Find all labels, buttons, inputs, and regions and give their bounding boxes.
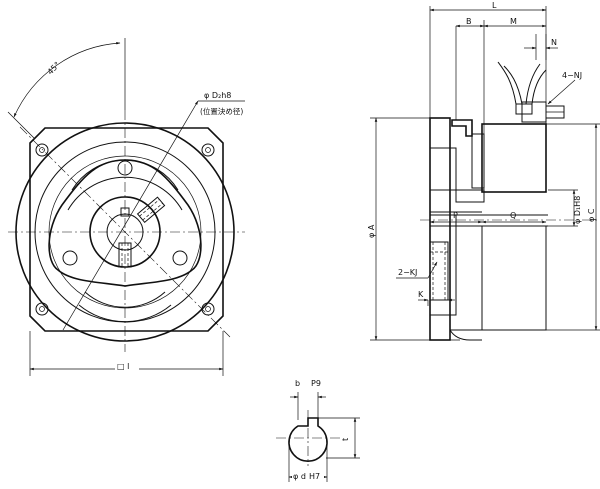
m-label: M [510, 17, 517, 26]
k-label: K [418, 290, 424, 299]
keyway-b-label: b [295, 379, 300, 388]
width-label: □ l [117, 362, 129, 371]
side-view: L B M N 4−NJ φ A φ C φ D₁H8 P Q 2−KJ K [367, 1, 600, 341]
lead-wires [497, 61, 547, 115]
b-label: B [466, 17, 472, 26]
square-flange [29, 127, 224, 332]
q-label: Q [510, 211, 516, 220]
n-label: N [551, 38, 557, 47]
length-label: L [492, 1, 497, 10]
kj-label: 2−KJ [398, 268, 417, 277]
terminal-bracket [451, 119, 473, 137]
keyway-d-label: φ d [293, 472, 306, 481]
keyway-p9-label: P9 [311, 379, 321, 388]
mounting-plate [429, 117, 451, 341]
d1-label: φ D₁H8 [573, 196, 582, 224]
bore-dim-label: φ D₂h8 [204, 91, 231, 100]
c-label: φ C [587, 208, 596, 222]
keyway-t-label: t [341, 438, 350, 441]
keyway-h7-label: H7 [309, 472, 320, 481]
keyway-bore [288, 417, 328, 462]
nj-label: 4−NJ [562, 71, 582, 80]
bore-dim-note: (位置決め径) [200, 106, 243, 116]
keyway-detail: b P9 t φ d H7 [276, 379, 360, 482]
front-view: 45° φ D₂h8 (位置決め径) □ l [7, 38, 245, 376]
main-body [481, 123, 547, 193]
a-label: φ A [367, 224, 376, 238]
angle-label: 45° [46, 60, 62, 76]
p-label: P [453, 211, 458, 220]
